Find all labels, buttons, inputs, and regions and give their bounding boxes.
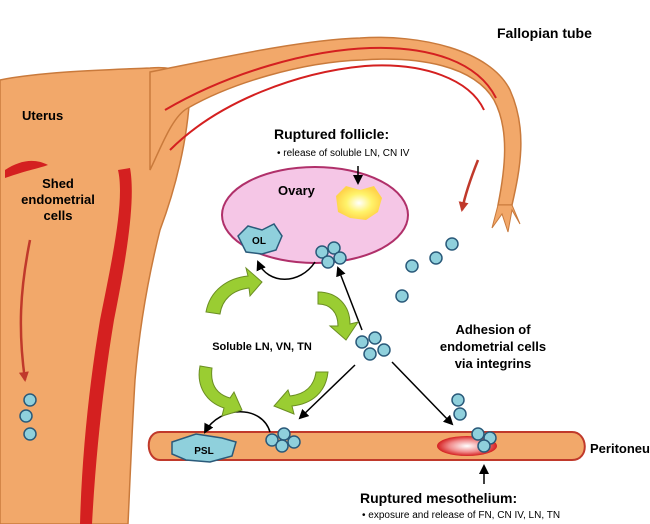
cell-tube-2	[430, 252, 442, 264]
cell-tube-3	[406, 260, 418, 272]
arrow-to-ol	[258, 262, 315, 279]
adhesion-label-line2: endometrial cells	[440, 339, 546, 354]
fimbriae	[492, 205, 520, 232]
green-arrow-top-left	[206, 268, 262, 314]
cell-wound-top-1	[452, 394, 464, 406]
shed-label-line1: Shed	[42, 176, 74, 191]
cell-uterus-2	[20, 410, 32, 422]
cell-wound-top-2	[454, 408, 466, 420]
ovary-label: Ovary	[278, 183, 316, 198]
ol-label: OL	[252, 236, 266, 247]
follicle-note: • release of soluble LN, CN IV	[277, 148, 410, 159]
cell-center-3	[378, 344, 390, 356]
cell-uterus-1	[24, 394, 36, 406]
uterus-label: Uterus	[22, 108, 63, 123]
cell-center-2	[369, 332, 381, 344]
soluble-label: Soluble LN, VN, TN	[212, 341, 312, 353]
cell-wound-3	[478, 440, 490, 452]
adhesion-label-line3: via integrins	[455, 356, 532, 371]
cell-ovary-3	[334, 252, 346, 264]
cell-uterus-3	[24, 428, 36, 440]
fallopian-tube-label: Fallopian tube	[497, 25, 592, 41]
adhesion-label-line1: Adhesion of	[455, 322, 531, 337]
psl-label: PSL	[194, 446, 213, 457]
mesothelium-note: • exposure and release of FN, CN IV, LN,…	[362, 510, 560, 521]
green-arrow-top-right	[318, 292, 358, 340]
ruptured-follicle-label: Ruptured follicle:	[274, 126, 389, 142]
cell-peritoneum-2	[278, 428, 290, 440]
cell-peritoneum-4	[276, 440, 288, 452]
cell-wound-1	[472, 428, 484, 440]
green-arrow-bottom-left	[199, 366, 242, 416]
shed-label-line3: cells	[44, 208, 73, 223]
cell-center-4	[364, 348, 376, 360]
arrow-to-psl	[205, 412, 270, 432]
shed-label-line2: endometrial	[21, 192, 95, 207]
peritoneum-label: Peritoneum	[590, 441, 650, 456]
cell-center-1	[356, 336, 368, 348]
cell-ovary-4	[322, 256, 334, 268]
cell-tube-4	[396, 290, 408, 302]
cell-tube-1	[446, 238, 458, 250]
tube-exit-arrow	[462, 160, 478, 210]
cell-peritoneum-3	[288, 436, 300, 448]
green-arrow-bottom-right	[274, 372, 328, 414]
arrow-cells-to-wound	[392, 362, 452, 424]
ruptured-mesothelium-label: Ruptured mesothelium:	[360, 490, 517, 506]
